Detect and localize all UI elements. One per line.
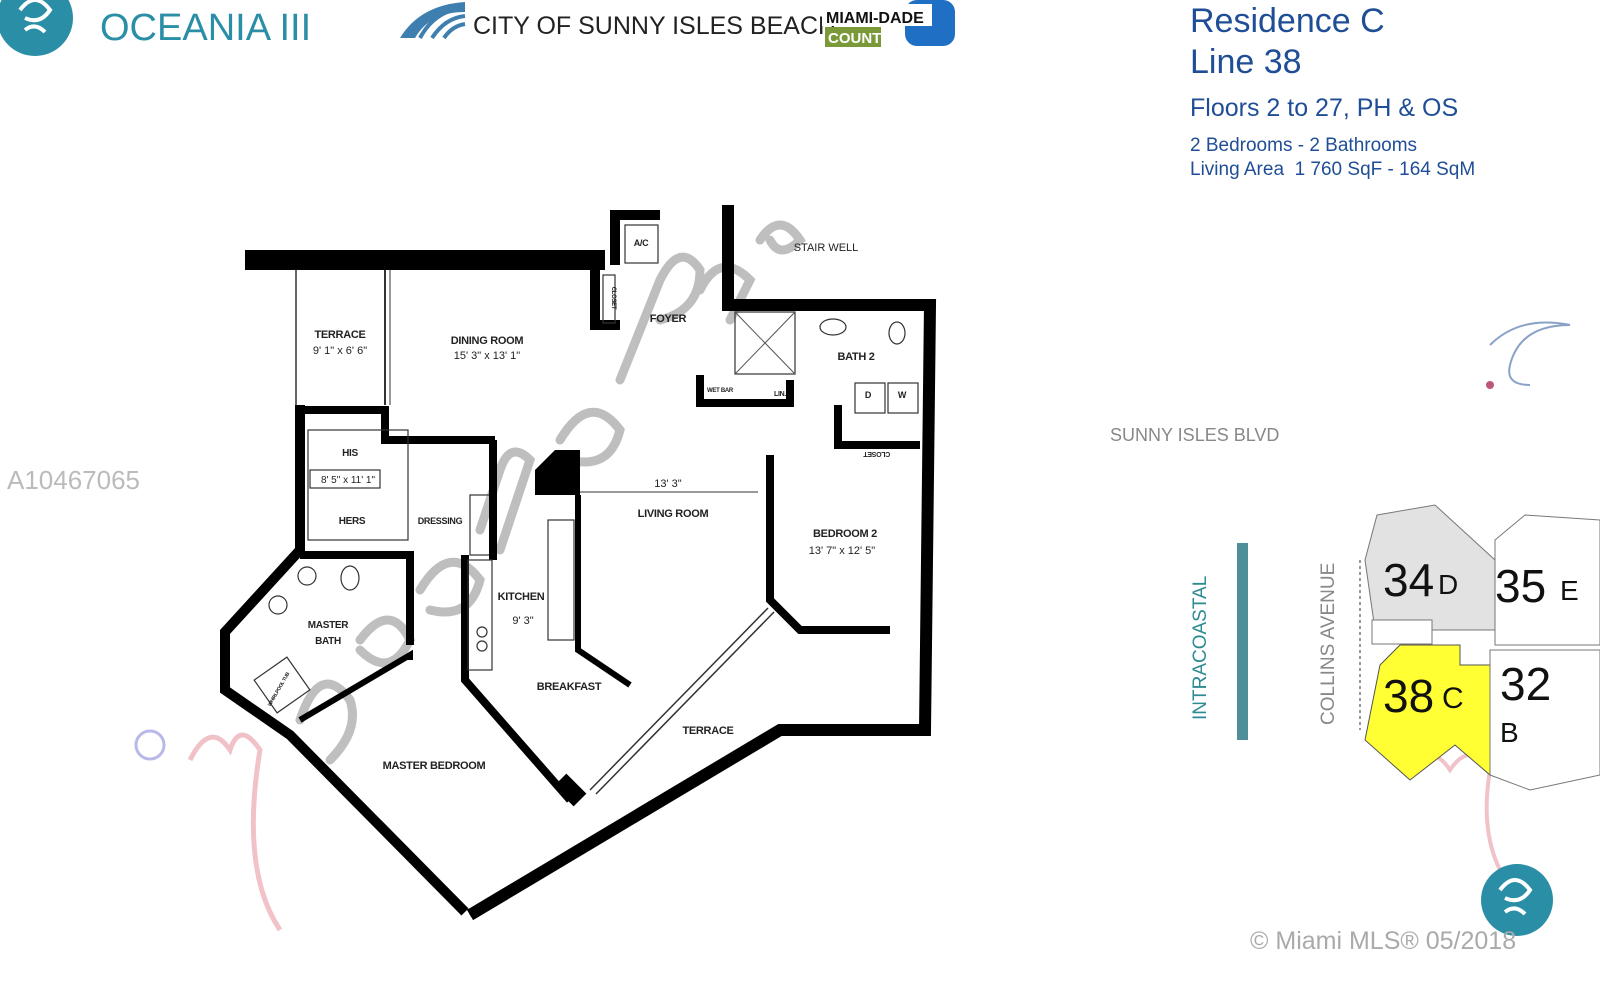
- unit-35-letter: E: [1560, 575, 1579, 606]
- stairwell-label: STAIR WELL: [794, 242, 859, 254]
- site-plan: INTRACOASTAL COLLINS AVENUE 34 D 35 E 38…: [1190, 504, 1600, 791]
- intracoastal-bar: [1237, 543, 1248, 740]
- kitchen-size: 9' 3": [512, 615, 533, 627]
- linen-label: LIN.: [774, 391, 786, 398]
- wet-bar-label: WET BAR: [707, 388, 734, 394]
- hers-label: HERS: [339, 516, 366, 527]
- bedroom2-label: BEDROOM 2: [813, 528, 877, 540]
- dining-room-size: 15' 3" x 13' 1": [454, 350, 521, 362]
- la-perla-logo: [1486, 321, 1571, 389]
- dressing-label: DRESSING: [418, 516, 463, 526]
- washer-label: W: [898, 390, 907, 400]
- foyer-label: FOYER: [650, 313, 687, 325]
- unit-38-number: 38: [1383, 670, 1434, 722]
- residence-rooms: 2 Bedrooms - 2 Bathrooms: [1190, 135, 1418, 156]
- intracoastal-label: INTRACOASTAL: [1190, 576, 1211, 720]
- master-bath-label-2: BATH: [315, 636, 341, 647]
- unit-34-number: 34: [1383, 554, 1434, 606]
- master-bath-label-1: MASTER: [308, 620, 350, 631]
- brand-name: OCEANIA III: [100, 7, 311, 49]
- terrace-bottom-label: TERRACE: [682, 725, 733, 737]
- dryer-label: D: [865, 390, 872, 400]
- closet-size: 8' 5" x 11' 1": [321, 475, 376, 486]
- ac-wall: [610, 210, 660, 265]
- oceania-swirl-logo: [1481, 864, 1553, 936]
- master-bedroom-label: MASTER BEDROOM: [383, 760, 486, 772]
- collins-avenue-label: COLLINS AVENUE: [1318, 563, 1339, 725]
- county-top: MIAMI-DADE: [826, 10, 924, 27]
- watermark-logo: [134, 729, 1502, 932]
- unit-32-number: 32: [1500, 658, 1551, 710]
- bedroom2-size: 13' 7" x 12' 5": [809, 545, 876, 557]
- unit-38c: [1364, 644, 1491, 781]
- watermark: [295, 220, 806, 765]
- residence-area: Living Area 1 760 SqF - 164 SqM: [1190, 159, 1476, 180]
- unit-32b: [1489, 649, 1600, 791]
- bedroom2-closet-label: CLOSET: [863, 450, 891, 457]
- his-label: HIS: [342, 448, 358, 459]
- unit-34-letter: D: [1438, 569, 1458, 600]
- unit-32-letter: B: [1500, 717, 1519, 748]
- miami-dade-logo: MIAMI-DADE COUNTY: [822, 0, 955, 47]
- city-name: CITY OF SUNNY ISLES BEACH: [473, 12, 836, 40]
- floor-plan: [220, 205, 937, 921]
- room-labels: TERRACE 9' 1" x 6' 6" DINING ROOM 15' 3"…: [267, 238, 907, 772]
- terrace-top-label: TERRACE: [314, 329, 365, 341]
- dining-room-label: DINING ROOM: [451, 335, 524, 347]
- unit-38-letter: C: [1442, 682, 1464, 715]
- residence-title: Residence C: [1190, 2, 1385, 40]
- foyer-closet-label: CLOSET: [610, 287, 616, 310]
- breakfast-label: BREAKFAST: [537, 681, 602, 693]
- listing-id: A10467065: [7, 465, 141, 495]
- living-room-label: LIVING ROOM: [638, 508, 709, 520]
- unit-35-number: 35: [1495, 560, 1546, 612]
- terrace-top-size: 9' 1" x 6' 6": [313, 345, 367, 357]
- oceania-logo: OCEANIA III: [0, 0, 311, 56]
- ac-label: A/C: [634, 238, 649, 248]
- kitchen-label: KITCHEN: [498, 591, 545, 603]
- living-dimension: 13' 3": [654, 478, 682, 490]
- residence-floors: Floors 2 to 27, PH & OS: [1190, 94, 1459, 122]
- county-bottom: COUNTY: [828, 30, 891, 47]
- street-label: SUNNY ISLES BLVD: [1110, 425, 1280, 445]
- top-wall: [245, 250, 605, 270]
- copyright: © Miami MLS® 05/2018: [1250, 927, 1517, 955]
- unit-35e: [1494, 514, 1600, 646]
- tub-label: WHIRLPOOL TUB: [267, 671, 292, 708]
- city-logo: CITY OF SUNNY ISLES BEACH: [360, 2, 836, 40]
- bath2-label: BATH 2: [837, 351, 874, 363]
- residence-line: Line 38: [1190, 43, 1302, 81]
